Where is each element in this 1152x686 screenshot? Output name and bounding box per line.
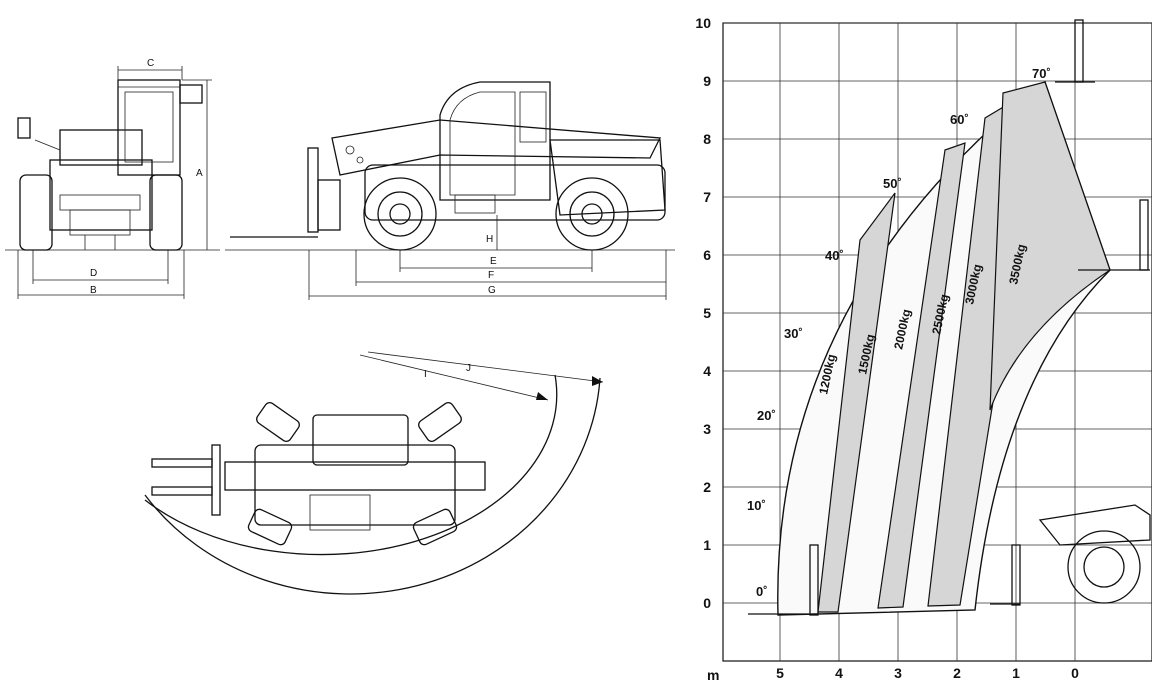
y-tick-label: 0 (703, 595, 711, 611)
dim-label-c: C (147, 58, 154, 69)
dim-label-e: E (490, 256, 497, 267)
y-tick-label: 9 (703, 73, 711, 89)
dim-label-b: B (90, 285, 97, 296)
boom-angle-label: 0˚ (756, 584, 768, 599)
y-tick-label: 1 (703, 537, 711, 553)
side-view: H E F G (225, 81, 675, 300)
y-tick-labels: 0 1 2 3 4 5 6 7 8 9 10 (695, 15, 711, 611)
load-zone (777, 80, 1111, 616)
load-band (877, 142, 966, 609)
dim-label-a: A (196, 168, 203, 179)
boom-angle-label: 60˚ (950, 112, 969, 127)
x-unit-label: m (707, 667, 719, 681)
dim-label-g: G (488, 285, 496, 296)
y-tick-label: 6 (703, 247, 711, 263)
x-tick-label: 5 (776, 665, 784, 681)
boom-angle-label: 20˚ (757, 408, 776, 423)
y-tick-label: 2 (703, 479, 711, 495)
boom-angle-label: 70˚ (1032, 66, 1051, 81)
top-view: I J (144, 351, 604, 595)
front-view: C A D B (5, 58, 220, 299)
x-tick-label: 2 (953, 665, 961, 681)
dim-label-f: F (488, 270, 494, 281)
y-tick-label: 8 (703, 131, 711, 147)
dim-label-j: J (466, 363, 471, 374)
boom-angle-label: 10˚ (747, 498, 766, 513)
boom-angle-label: 30˚ (784, 326, 803, 341)
boom-angle-labels: 0˚ 10˚ 20˚ 30˚ 40˚ 50˚ 60˚ 70˚ (747, 66, 1051, 599)
y-tick-label: 10 (695, 15, 711, 31)
x-tick-label: 1 (1012, 665, 1020, 681)
telehandler-silhouette (748, 19, 1151, 616)
y-tick-label: 3 (703, 421, 711, 437)
boom-angle-label: 40˚ (825, 248, 844, 263)
dim-label-h: H (486, 234, 493, 245)
y-tick-label: 5 (703, 305, 711, 321)
y-tick-label: 4 (703, 363, 711, 379)
load-band (989, 81, 1111, 411)
dim-label-d: D (90, 268, 97, 279)
x-tick-labels: 5 4 3 2 1 0 (776, 665, 1079, 681)
y-tick-label: 7 (703, 189, 711, 205)
dim-label-i: I (424, 369, 427, 380)
x-tick-label: 4 (835, 665, 843, 681)
x-tick-label: 3 (894, 665, 902, 681)
x-tick-label: 0 (1071, 665, 1079, 681)
boom-angle-label: 50˚ (883, 176, 902, 191)
load-band (817, 192, 896, 613)
